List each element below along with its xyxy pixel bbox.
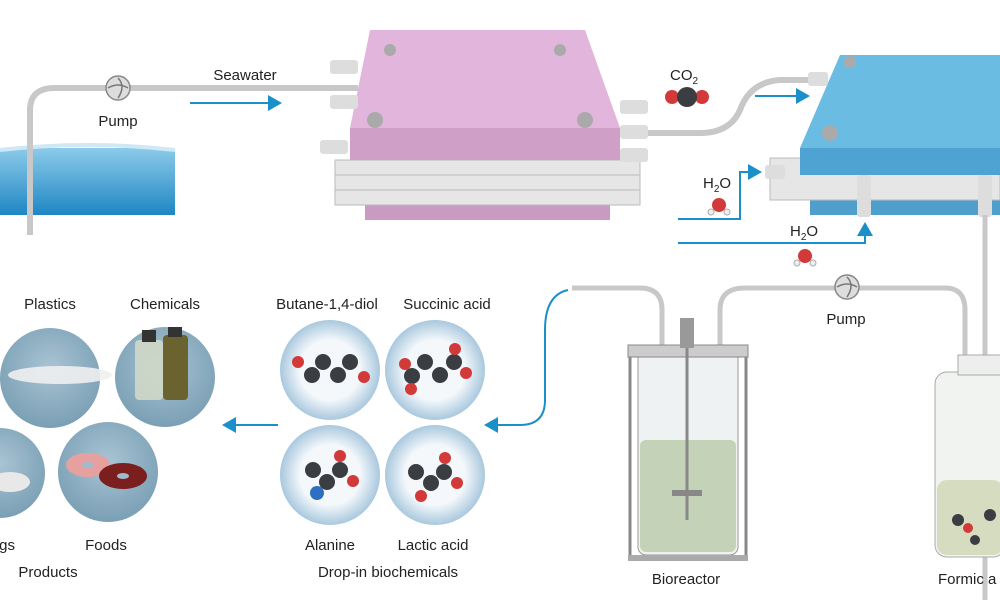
water-molecule-icon (707, 198, 731, 216)
bioreactor-label: Bioreactor (652, 571, 720, 588)
water-flow-arrow (678, 222, 873, 244)
water-molecule-icon (793, 249, 817, 267)
seawater-pipe (27, 85, 358, 235)
foods-image (58, 422, 158, 522)
lactic-acid-label: Lactic acid (398, 537, 469, 554)
seawater-tank (0, 143, 176, 215)
drugs-image (0, 428, 45, 518)
alanine-molecule (280, 425, 380, 525)
lactic-acid-molecule (385, 425, 485, 525)
drop-in-biochemicals-label: Drop-in biochemicals (318, 564, 458, 581)
plastics-image (0, 328, 112, 428)
blue-electrolyser (765, 55, 1000, 217)
pump-icon[interactable] (105, 75, 131, 101)
pump-label: Pump (98, 113, 137, 130)
flow-arrow (484, 289, 569, 433)
h2o-label: H2O (790, 223, 818, 243)
co2-molecule-icon (665, 87, 709, 107)
foods-label: Foods (85, 537, 127, 554)
pump-label: Pump (826, 311, 865, 328)
formic-acid-label: Formic a (938, 571, 997, 588)
drugs-label: gs (0, 537, 15, 554)
co2-label: CO2 (670, 67, 699, 87)
chemicals-label: Chemicals (130, 296, 200, 313)
chemicals-image (115, 327, 215, 427)
alanine-label: Alanine (305, 537, 355, 554)
succinic-acid-molecule (385, 320, 485, 420)
outlet-pipe (572, 285, 665, 345)
seawater-label: Seawater (213, 67, 276, 84)
bioreactor-vessel (627, 318, 749, 561)
pump-icon[interactable] (834, 274, 860, 300)
formic-acid-bottle (934, 354, 1000, 558)
pink-electrolyser (320, 30, 648, 220)
succinic-acid-label: Succinic acid (403, 296, 491, 313)
plastics-label: Plastics (24, 296, 76, 313)
butanediol-label: Butane-1,4-diol (276, 296, 378, 313)
co2-pipe (648, 77, 808, 136)
butanediol-molecule (280, 320, 380, 420)
water-flow-arrow (678, 164, 762, 220)
h2o-label: H2O (703, 175, 731, 195)
products-label: Products (18, 564, 77, 581)
